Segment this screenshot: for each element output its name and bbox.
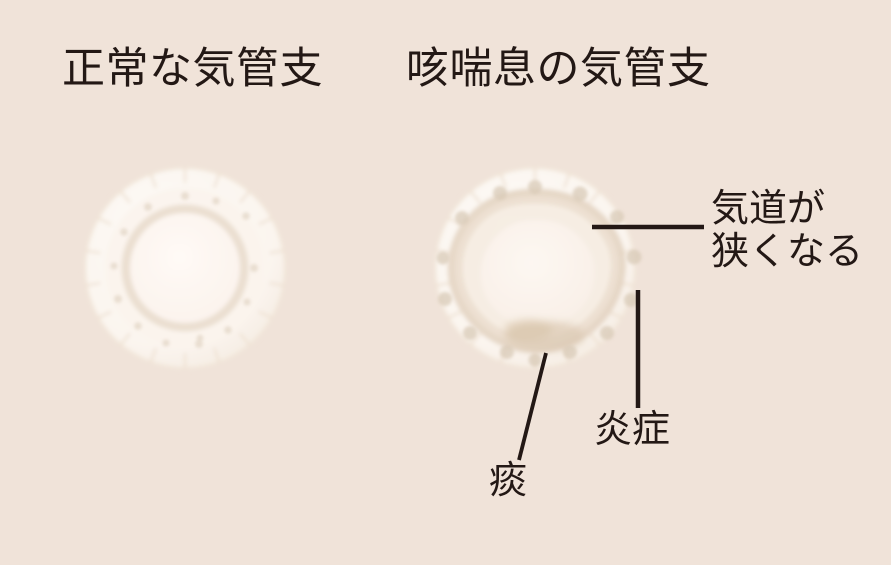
normal-bronchus-title: 正常な気管支 [62,45,323,93]
normal-cell-dots [110,192,258,348]
airway-narrowing-label-line2: 狭くなる [711,230,864,273]
inflammatory-cell-dots [436,180,642,367]
narrowed-lumen [480,219,595,327]
asthma-bronchus-diagram [433,166,642,370]
asthma-bronchus-title: 咳喘息の気管支 [406,45,711,93]
phlegm-leader-line [517,352,548,461]
inflammation-label: 炎症 [594,409,671,451]
mucus-deposit [504,319,585,351]
airway-narrowing-label: 気道が 狭くなる [711,188,863,273]
airway-narrowing-label-line1: 気道が [711,188,826,230]
phlegm-label: 痰 [489,460,528,502]
normal-bronchus-diagram [83,166,287,370]
leader-lines [517,224,704,461]
